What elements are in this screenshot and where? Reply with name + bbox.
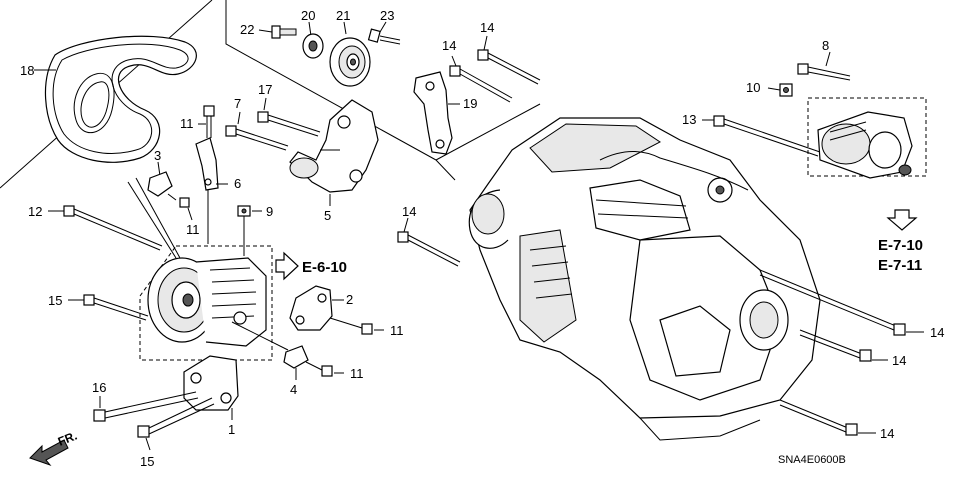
- callout-11-right: 11: [390, 323, 404, 338]
- tensioner-bracket-5: [289, 99, 379, 206]
- bracket-4: [231, 321, 309, 380]
- front-direction-arrow: [29, 439, 69, 467]
- callout-6: 6: [234, 176, 241, 191]
- callout-22: 22: [240, 22, 254, 37]
- callout-19: 19: [463, 96, 477, 111]
- reference-e-6-10: E-6-10: [302, 259, 347, 276]
- bolt-15-upper: [68, 294, 149, 321]
- bolt-14-right-a: [759, 269, 924, 336]
- bolt-14-top-a: [449, 55, 513, 103]
- bolt-7: [225, 111, 289, 151]
- callout-11-lower: 11: [350, 366, 364, 381]
- alternator-bracket-1: [183, 355, 239, 420]
- bolt-16: [93, 391, 199, 422]
- callout-2: 2: [346, 292, 353, 307]
- bolt-12: [48, 205, 163, 251]
- bolt-14-right-b: [799, 329, 888, 362]
- reference-arrow-down: [886, 209, 918, 231]
- nut-9: [237, 205, 262, 256]
- callout-4: 4: [290, 382, 297, 397]
- bolt-11-right: [329, 317, 384, 335]
- callout-21: 21: [336, 8, 350, 23]
- bracket-3: [127, 161, 181, 259]
- callout-11-small: 11: [186, 222, 200, 237]
- callout-9: 9: [266, 204, 273, 219]
- callout-10: 10: [746, 80, 760, 95]
- belt-inset: 18: [0, 0, 213, 189]
- front-label: FR.: [56, 429, 79, 449]
- bolt-22: [258, 25, 297, 39]
- bolt-11-lower: [305, 361, 344, 377]
- starter-motor: [817, 111, 913, 179]
- callout-14-top-a: 14: [442, 38, 456, 53]
- bolt-13: [702, 115, 821, 157]
- reference-arrow-right: [275, 251, 299, 281]
- bolt-14-middle: [397, 217, 461, 267]
- bolt-15-lower: [137, 397, 215, 451]
- callout-17: 17: [258, 82, 272, 97]
- diagram-code: SNA4E0600B: [778, 454, 846, 466]
- callout-7: 7: [234, 96, 241, 111]
- bolt-14-top-b: [477, 35, 541, 85]
- bolt-14-right-c: [779, 399, 876, 436]
- idler-pulley-21: [329, 21, 371, 87]
- engine-assembly: [468, 117, 821, 441]
- bolt-23: [367, 21, 401, 45]
- reference-e-7-10: E-7-10: [878, 237, 923, 254]
- bracket-2: [289, 285, 344, 331]
- callout-12: 12: [28, 204, 42, 219]
- callout-14-right-b: 14: [892, 353, 906, 368]
- callout-8: 8: [822, 38, 829, 53]
- drive-belt-illustration: [44, 35, 197, 163]
- callout-13: 13: [682, 112, 696, 127]
- callout-18: 18: [20, 63, 34, 78]
- callout-14-middle: 14: [402, 204, 416, 219]
- nut-10: [767, 83, 793, 97]
- callout-23: 23: [380, 8, 394, 23]
- callout-5: 5: [324, 208, 331, 223]
- callout-14-right-c: 14: [880, 426, 894, 441]
- washer-20: [302, 21, 324, 59]
- bolt-17: [257, 97, 321, 137]
- callout-16: 16: [92, 380, 106, 395]
- callout-20: 20: [301, 8, 315, 23]
- callout-1: 1: [228, 422, 235, 437]
- idler-bracket-19: [413, 71, 460, 155]
- bolt-8: [797, 51, 851, 81]
- callout-15-lower: 15: [140, 454, 154, 469]
- callout-15-upper: 15: [48, 293, 62, 308]
- callout-11-vertical: 11: [180, 116, 194, 131]
- alternator-stay-6: [195, 137, 228, 244]
- alternator: [147, 257, 267, 347]
- bolt-11-vertical: [198, 105, 215, 138]
- bolt-11-small: [167, 193, 193, 221]
- callout-3: 3: [154, 148, 161, 163]
- reference-e-7-11: E-7-11: [878, 257, 922, 274]
- callout-14-top-b: 14: [480, 20, 494, 35]
- callout-14-right-a: 14: [930, 325, 944, 340]
